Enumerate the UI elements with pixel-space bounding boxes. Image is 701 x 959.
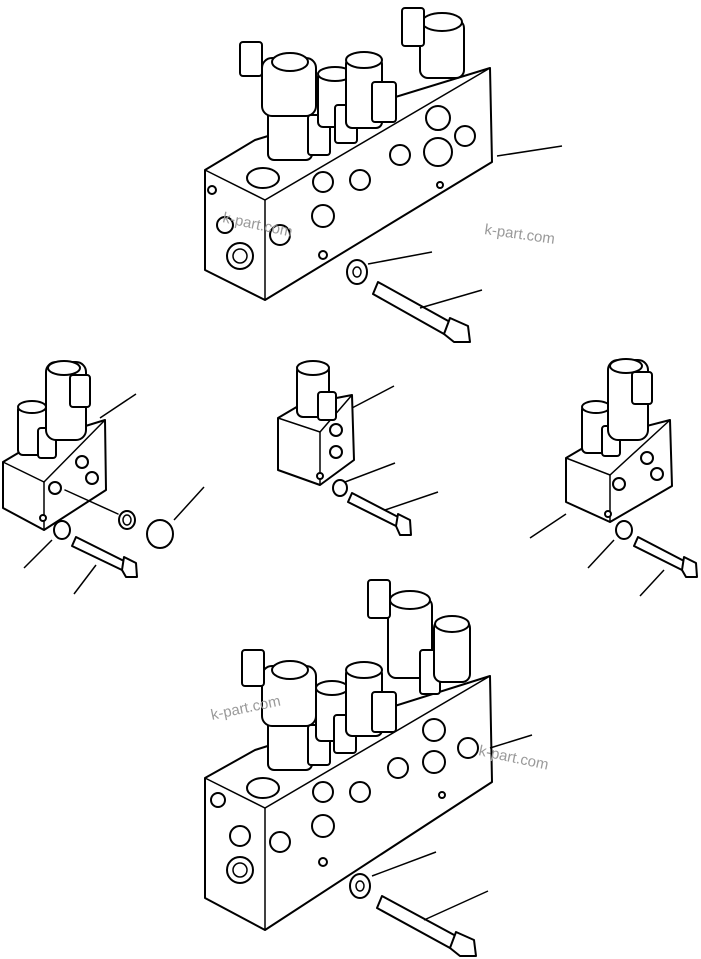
solenoid-coil <box>239 41 331 161</box>
bolt <box>376 895 457 949</box>
right-valve-assembly <box>529 358 698 597</box>
washer <box>346 259 368 285</box>
center-valve-assembly <box>277 360 439 536</box>
top-valve-assembly <box>204 7 563 343</box>
watermark: k-part.com <box>483 221 556 248</box>
bolt <box>347 492 401 527</box>
washer <box>615 520 633 540</box>
o-ring <box>118 510 136 530</box>
bolt <box>372 281 451 335</box>
bolt <box>633 536 687 571</box>
solenoid-coil <box>345 51 397 129</box>
port <box>226 242 254 270</box>
bottom-valve-assembly <box>204 579 533 957</box>
plug-cap <box>146 519 174 549</box>
washer <box>53 520 71 540</box>
bottom-valve-block <box>204 675 493 931</box>
washer <box>349 873 371 899</box>
left-valve-assembly <box>2 360 205 595</box>
bolt <box>71 536 127 571</box>
solenoid-coil <box>401 7 465 79</box>
washer <box>332 479 348 497</box>
